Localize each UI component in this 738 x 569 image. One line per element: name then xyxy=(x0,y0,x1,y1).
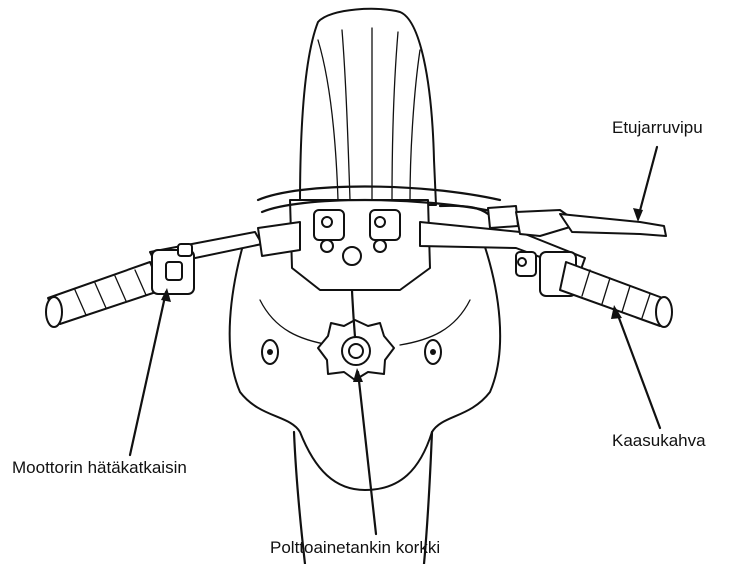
label-front-brake-lever: Etujarruvipu xyxy=(612,118,703,138)
leader-line-kill-switch xyxy=(130,292,166,455)
leader-line-throttle xyxy=(616,310,660,428)
label-fuel-tank-cap: Polttoainetankin korkki xyxy=(270,538,440,558)
label-engine-stop-switch: Moottorin hätäkatkaisin xyxy=(12,458,187,478)
label-throttle-grip: Kaasukahva xyxy=(612,431,706,451)
throttle-grip-icon xyxy=(516,252,672,327)
leader-line-brake xyxy=(638,147,657,218)
left-grip xyxy=(46,262,162,327)
engine-stop-switch-icon xyxy=(152,244,194,294)
front-fender xyxy=(300,9,436,205)
